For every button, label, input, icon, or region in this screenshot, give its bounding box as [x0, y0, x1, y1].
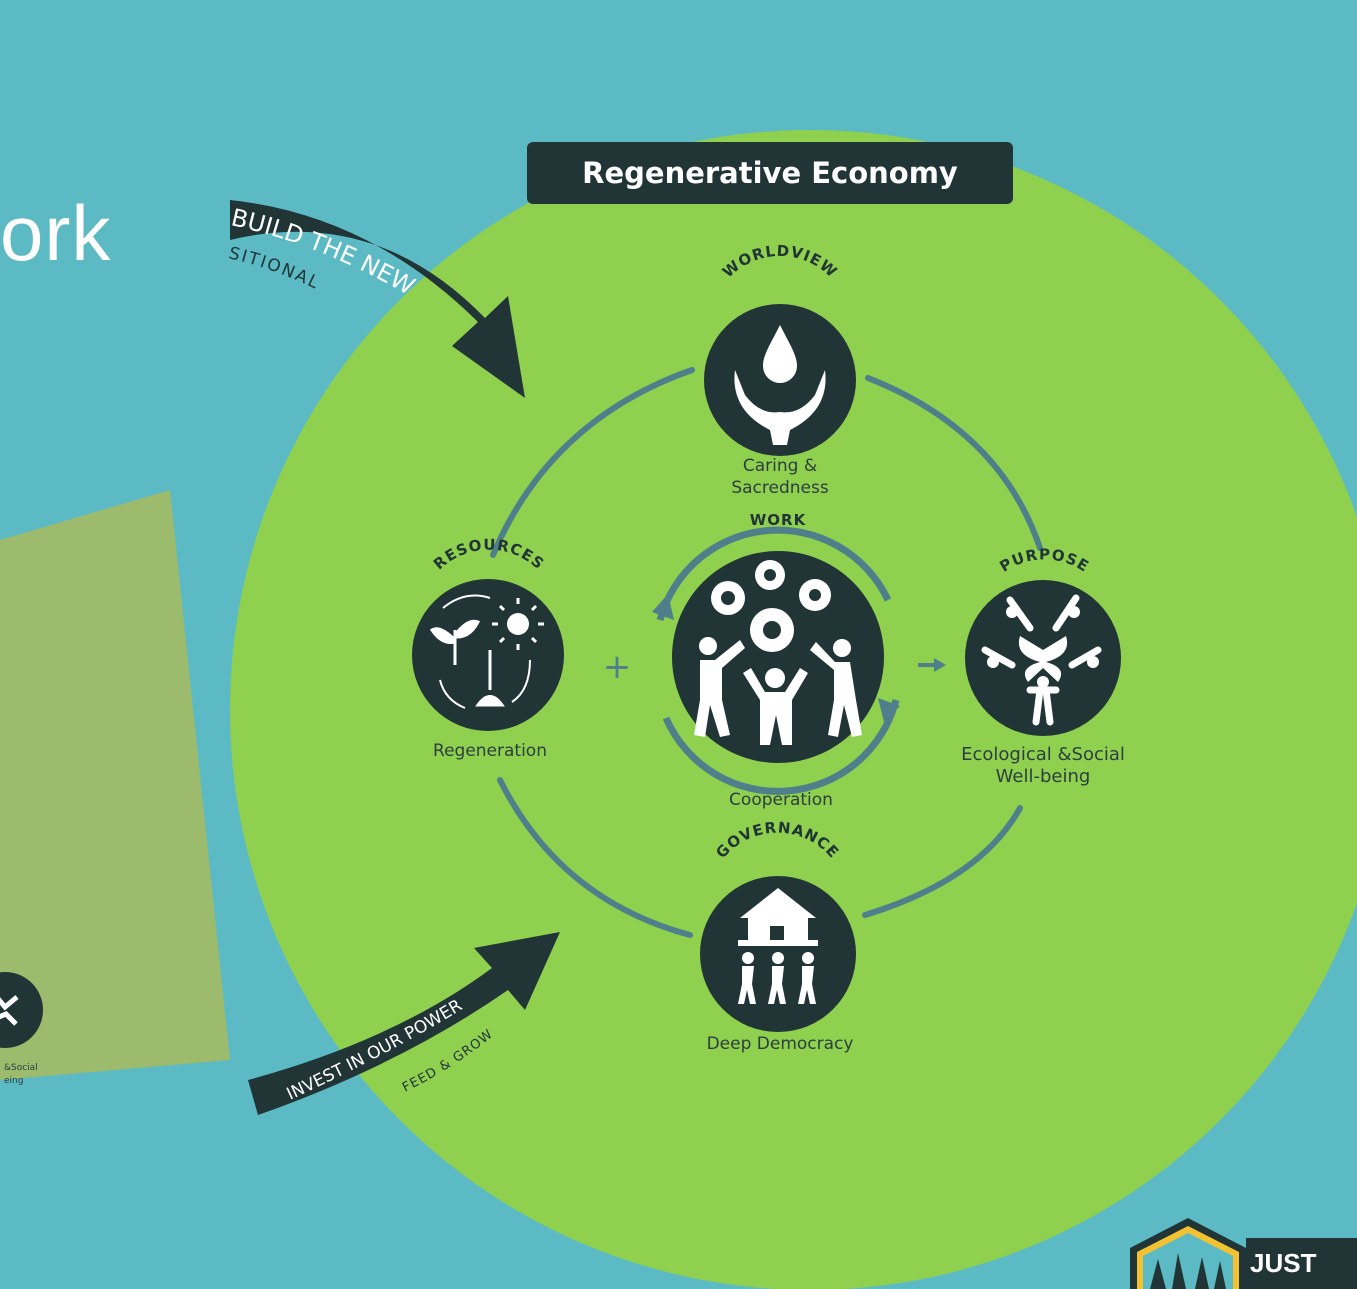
slide-title-fragment: ork [0, 189, 112, 277]
worldview-caption-line-1: Caring & [742, 456, 818, 476]
butterfly-people-icon [981, 594, 1102, 726]
background-slide-panel [0, 490, 230, 1080]
gears-people-icon [694, 560, 862, 745]
background-caption: &Social [4, 1063, 38, 1073]
house-people-icon [738, 888, 818, 1004]
work-ring-arrow-left [652, 594, 674, 620]
work-node: WORK Cooperation [652, 511, 900, 810]
background-purpose-icon [0, 972, 43, 1048]
plus-operator: + [603, 647, 632, 687]
diagram-title: Regenerative Economy [527, 142, 1013, 204]
purpose-caption-line-2: Well-being [995, 766, 1091, 787]
resources-caption: Regeneration [433, 741, 547, 761]
work-heading: WORK [750, 511, 807, 529]
purpose-caption: Ecological &Social Well-being [943, 744, 1143, 788]
ring-arc-worldview-resources [490, 367, 695, 558]
work-caption: Cooperation [729, 790, 833, 810]
purpose-caption-line-1: Ecological &Social [961, 744, 1125, 765]
ring-arc-purpose-governance [862, 805, 1023, 918]
ring-arc-worldview-purpose [865, 375, 1043, 551]
ring-arc-resources-governance [497, 777, 693, 938]
purpose-node: PURPOSE [965, 545, 1121, 736]
just-transition-logo [1130, 1218, 1357, 1289]
work-ring-arrow-right [878, 698, 900, 722]
work-ring-bottom-arc [662, 699, 900, 795]
worldview-caption: Caring & Sacredness [700, 455, 860, 499]
worldview-caption-line-2: Sacredness [731, 478, 829, 498]
logo-text: JUST [1250, 1248, 1317, 1278]
background-caption-2: eing [4, 1076, 23, 1086]
arrow-operator [918, 658, 946, 672]
work-ring-top-arc [656, 526, 892, 621]
cycle-ring [490, 367, 1043, 938]
governance-caption: Deep Democracy [706, 1034, 854, 1054]
resources-circle [412, 579, 564, 731]
sprout-sun-shovel-icon [429, 594, 544, 709]
caring-hands-icon [734, 325, 826, 445]
